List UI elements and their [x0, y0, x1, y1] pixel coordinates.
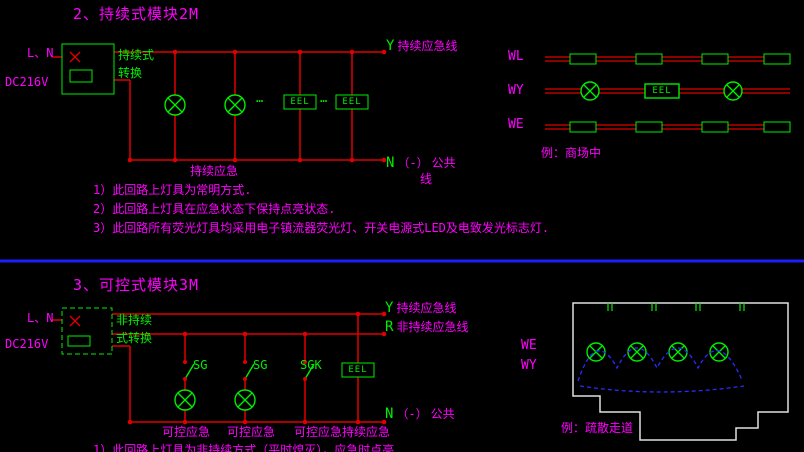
y-text-3m: 持续应急线 — [396, 301, 457, 315]
wl-device-icons — [569, 53, 791, 65]
converter-label-line2-3m: 式转换 — [116, 331, 153, 345]
switch-label-sgk: SGK — [300, 358, 322, 372]
n-paren-2m: （-） — [397, 156, 429, 170]
corridor-tick-icons — [607, 303, 745, 311]
wl-label-ex1: WL — [508, 49, 524, 64]
note-2-2m: 2）此回路上灯具在应急状态下保持点亮状态. — [93, 202, 336, 216]
we-device-icons — [569, 121, 791, 133]
r-line-label-3m: R 非持续应急线 — [385, 319, 468, 335]
y-text-2m: 持续应急线 — [397, 39, 458, 53]
lamp-icons-3m — [174, 389, 256, 411]
corridor-outline — [572, 302, 789, 441]
note-1-2m: 1）此回路上灯具为常明方式. — [93, 183, 252, 197]
n-tag-2m: N — [386, 155, 395, 171]
caption-2-3m: 可控应急 — [227, 425, 276, 439]
switch-label-sg1: SG — [193, 358, 208, 372]
wy-label-ex1: WY — [508, 83, 524, 98]
eel-label-2-2m: EEL — [342, 97, 362, 107]
n-text-3m: 公共 — [430, 407, 455, 421]
y-line-label-3m: Y 持续应急线 — [385, 300, 456, 316]
wy-lamp-icons — [580, 81, 743, 101]
caption-1-3m: 可控应急 — [162, 425, 211, 439]
caption-3-3m: 可控应急持续应急 — [294, 425, 391, 439]
lamp-icons-2m — [164, 94, 246, 116]
junction-dots-3m — [127, 311, 387, 425]
r-tag-3m: R — [385, 319, 394, 335]
n-paren-3m: （-） — [396, 407, 428, 421]
n-line-label-3m: N （-） 公共 — [385, 406, 455, 422]
eel-label-3m: EEL — [348, 365, 368, 375]
lamp-caption-2m: 持续应急 — [190, 164, 239, 178]
converter-box-3m-icon — [61, 307, 113, 355]
n-text2-2m: 线 — [420, 172, 433, 186]
corridor-lamp-icons — [586, 342, 729, 362]
r-text-3m: 非持续应急线 — [396, 320, 469, 334]
converter-label-line1-2m: 持续式 — [118, 48, 155, 62]
switch-icons-3m — [183, 360, 315, 381]
switch-label-sg2: SG — [253, 358, 268, 372]
eel-box-icon-ex1 — [644, 83, 680, 99]
converter-box-2m-icon — [61, 43, 115, 95]
dc-voltage-label-3m: DC216V — [5, 337, 49, 351]
converter-label-line1-3m: 非持续 — [116, 313, 153, 327]
y-line-label-2m: Y 持续应急线 — [386, 38, 457, 54]
section3-title: 3、可控式模块3M — [73, 276, 200, 294]
ellipsis-1-2m: … — [256, 91, 264, 105]
eel-label-ex1: EEL — [652, 86, 672, 96]
converter-label-line2-2m: 转换 — [118, 66, 143, 80]
ellipsis-2-2m: … — [320, 91, 328, 105]
ln-label-2m: L、N — [27, 46, 54, 60]
n-tag-3m: N — [385, 406, 394, 422]
dc-voltage-label-2m: DC216V — [5, 75, 49, 89]
note-3-2m: 3）此回路所有荧光灯具均采用电子镇流器荧光灯、开关电源式LED及电致发光标志灯. — [93, 221, 550, 235]
y-tag-2m: Y — [386, 38, 395, 54]
section2-title: 2、持续式模块2M — [73, 5, 200, 23]
corridor-wiring-dashed — [577, 347, 745, 393]
eel-box-icon-3m — [341, 362, 375, 378]
note-partial-3m: 1）此回路上灯具为非持续方式（平时熄灭），应急时点亮. — [93, 443, 402, 452]
n-text-2m: 公共 — [431, 156, 456, 170]
n-line-label-2m: N （-） 公共 — [386, 155, 456, 171]
we-label-ex1: WE — [508, 117, 524, 132]
eel-box-icons-2m — [283, 94, 369, 110]
example1-caption: 例：商场中 — [541, 146, 602, 160]
eel-label-1-2m: EEL — [290, 97, 310, 107]
ln-label-3m: L、N — [27, 311, 54, 325]
y-tag-3m: Y — [385, 300, 394, 316]
circuit-wires-2m — [52, 51, 384, 161]
wy-label-ex2: WY — [521, 358, 537, 373]
junction-dots-2m — [127, 49, 387, 163]
example2-caption: 例：疏散走道 — [561, 421, 634, 435]
we-label-ex2: WE — [521, 338, 537, 353]
circuit-wires-3m — [52, 313, 384, 423]
